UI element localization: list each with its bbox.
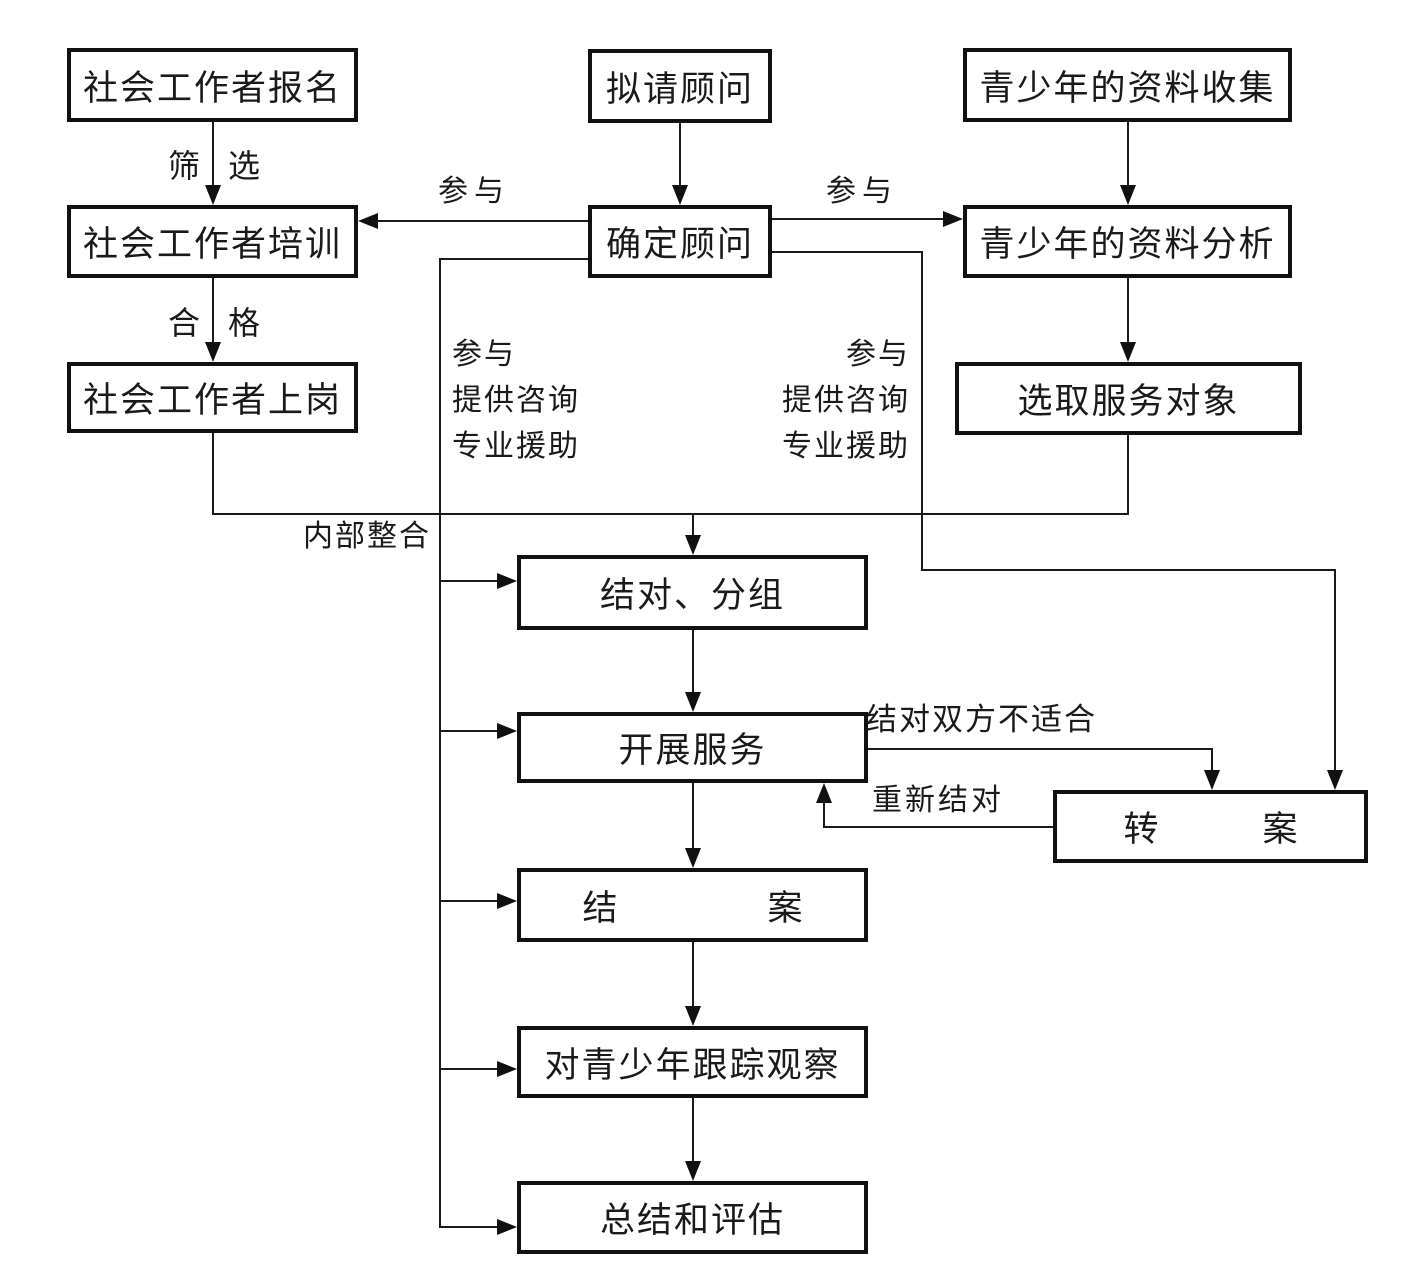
connector-merge-bus [212, 513, 1128, 515]
arrow-service-to-closecase-head [685, 848, 701, 868]
arrow-training-to-onduty-head [205, 342, 221, 362]
arrow-service-to-transfer-horizontal [868, 748, 1213, 750]
rail-arrow-summary-shaft [439, 1226, 501, 1228]
arrow-analyze-to-select-head [1120, 342, 1136, 362]
arrow-service-to-transfer-shaft [1211, 748, 1213, 774]
rail-arrow-closecase-shaft [439, 900, 501, 902]
node-youth-data-analyze: 青少年的资料分析 [963, 205, 1292, 278]
rail-arrow-service-head [497, 723, 517, 739]
node-invite-advisor: 拟请顾问 [588, 49, 772, 123]
arrow-signup-to-training-shaft [212, 122, 214, 188]
arrow-training-to-onduty-shaft [212, 278, 214, 344]
arrow-followup-to-summary-shaft [692, 1098, 694, 1165]
arrow-analyze-to-select-shaft [1127, 278, 1129, 344]
arrow-closecase-to-followup-shaft [692, 942, 694, 1010]
node-close-case: 结案 [517, 868, 868, 942]
label-advisor-support-left-2: 提供咨询 [452, 384, 580, 417]
label-internal-integration: 内部整合 [303, 520, 431, 553]
connector-confirm-right [772, 251, 922, 253]
rail-arrow-pairgroup-head [497, 573, 517, 589]
label-advisor-support-left-3: 专业援助 [452, 430, 580, 463]
arrow-signup-to-training-head [205, 185, 221, 205]
connector-onduty-down [212, 433, 214, 515]
connector-confirm-across [921, 569, 1336, 571]
rail-arrow-summary-head [497, 1219, 517, 1235]
label-qualified: 合格 [168, 305, 289, 341]
connector-confirm-down [921, 251, 923, 571]
node-transfer-case: 转案 [1053, 790, 1368, 863]
label-participate-right: 参与 [826, 175, 898, 208]
label-advisor-support-right: 参与 提供咨询 专业援助 [740, 332, 910, 470]
rail-vertical [439, 258, 441, 1228]
arrow-bus-to-pairgroup-head [685, 535, 701, 555]
label-pair-unsuitable: 结对双方不适合 [866, 702, 1097, 737]
label-advisor-support-right-1: 参与 [846, 338, 910, 371]
node-summary-eval: 总结和评估 [517, 1181, 868, 1254]
node-worker-signup: 社会工作者报名 [67, 48, 358, 122]
label-participate-left: 参与 [438, 175, 510, 208]
node-confirm-advisor: 确定顾问 [588, 205, 772, 278]
arrow-invite-to-confirm-head [672, 185, 688, 205]
node-provide-service: 开展服务 [517, 712, 868, 783]
node-follow-up: 对青少年跟踪观察 [517, 1026, 868, 1098]
arrow-transfer-to-service-horizontal [823, 826, 1053, 828]
arrow-confirm-to-transfer-shaft [1334, 569, 1336, 774]
node-worker-training: 社会工作者培训 [67, 205, 358, 278]
rail-top-link [439, 258, 588, 260]
arrow-confirm-to-training-shaft [378, 220, 588, 222]
node-youth-data-collect: 青少年的资料收集 [963, 48, 1292, 122]
label-screening: 筛选 [168, 148, 289, 184]
node-pair-group: 结对、分组 [517, 555, 868, 630]
arrow-followup-to-summary-head [685, 1161, 701, 1181]
arrow-confirm-to-training-head [358, 213, 378, 229]
arrow-transfer-to-service-head [816, 783, 832, 803]
rail-arrow-service-shaft [439, 730, 501, 732]
arrow-pairgroup-to-service-head [685, 692, 701, 712]
arrow-bus-to-pairgroup-shaft [692, 514, 694, 542]
node-select-targets: 选取服务对象 [955, 362, 1302, 435]
label-advisor-support-right-3: 专业援助 [782, 430, 910, 463]
arrow-service-to-transfer-head [1204, 770, 1220, 790]
arrow-invite-to-confirm-shaft [679, 123, 681, 187]
arrow-collect-to-analyze-shaft [1127, 122, 1129, 187]
rail-arrow-pairgroup-shaft [439, 580, 501, 582]
rail-arrow-closecase-head [497, 893, 517, 909]
rail-arrow-followup-shaft [439, 1068, 501, 1070]
label-advisor-support-left-1: 参与 [452, 338, 516, 371]
arrow-collect-to-analyze-head [1120, 185, 1136, 205]
label-advisor-support-right-2: 提供咨询 [782, 384, 910, 417]
arrow-service-to-closecase-shaft [692, 783, 694, 852]
arrow-confirm-to-analyze-shaft [772, 218, 945, 220]
connector-select-down [1127, 435, 1129, 515]
rail-arrow-followup-head [497, 1061, 517, 1077]
node-worker-onduty: 社会工作者上岗 [67, 362, 358, 433]
arrow-pairgroup-to-service-shaft [692, 630, 694, 696]
arrow-transfer-to-service-shaft [823, 798, 825, 828]
arrow-confirm-to-transfer-head [1327, 770, 1343, 790]
arrow-closecase-to-followup-head [685, 1006, 701, 1026]
arrow-confirm-to-analyze-head [943, 211, 963, 227]
label-repair: 重新结对 [872, 784, 1004, 817]
label-advisor-support-left: 参与 提供咨询 专业援助 [452, 332, 580, 470]
